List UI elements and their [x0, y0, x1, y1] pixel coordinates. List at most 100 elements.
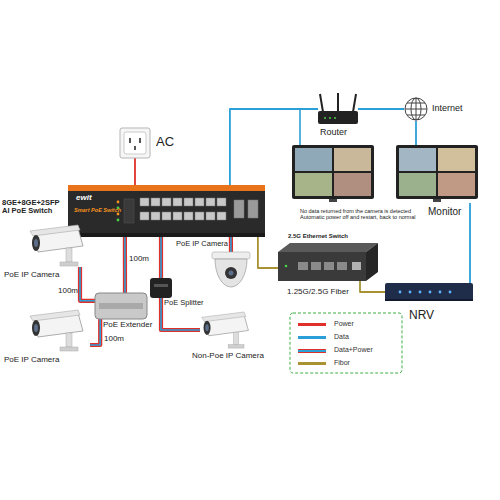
- data-wire-part: [299, 109, 301, 145]
- monitor-icon-part: [396, 145, 478, 199]
- router-icon-part: [318, 111, 358, 124]
- node-label: Internet: [432, 103, 482, 113]
- connector: [135, 158, 136, 185]
- monitor-icon-part: [399, 173, 436, 196]
- node-label: AC: [156, 135, 186, 150]
- monitor-icon-part: [329, 199, 337, 202]
- power-outlet-icon-part: [139, 138, 141, 143]
- legend-text: Fibor: [334, 359, 350, 366]
- bullet-camera-icon-part: [66, 333, 72, 347]
- legend-frame-part: [290, 313, 402, 373]
- poe-extender: PoE Extender: [95, 293, 147, 319]
- switch-body-part: [68, 233, 265, 237]
- monitor-icon-part: [399, 148, 436, 171]
- dome-camera-icon-part: [215, 259, 247, 287]
- non-poe-camera: Non-Poe IP Camera: [200, 312, 250, 348]
- switch-ports-part: [206, 212, 215, 220]
- node-label: PoE Extender: [103, 321, 165, 330]
- nvr-recorder-icon: [385, 283, 473, 301]
- connector: [124, 237, 125, 293]
- legend-swatch: [298, 362, 326, 365]
- node-label: PoE IP Camera: [4, 356, 66, 365]
- legend-text: Power: [334, 320, 354, 327]
- legend-swatch: [298, 336, 326, 339]
- nvr-recorder-icon-part: [409, 291, 412, 294]
- extender-icon-part: [99, 303, 143, 309]
- connector-line: [159, 237, 163, 278]
- connector-line: [160, 237, 162, 278]
- bullet-camera-icon-part: [32, 320, 40, 336]
- dome-camera-icon-part: [229, 271, 234, 276]
- connector-line: [80, 267, 95, 301]
- switch-ports-part: [184, 198, 193, 206]
- switch-body-part: [117, 201, 120, 204]
- connector-label: 1.25G/2.5G Fiber: [287, 287, 349, 296]
- node-sub-label: Smart PoE Switch: [74, 207, 128, 213]
- monitor-icon-part: [433, 199, 441, 202]
- router-icon-part: [320, 94, 323, 112]
- bullet-camera-icon-part: [202, 312, 246, 322]
- switch-body-part: [124, 199, 134, 223]
- bullet-camera-icon-part: [34, 239, 38, 247]
- extender-icon: [95, 293, 147, 319]
- nvr-recorder-icon-part: [429, 291, 432, 294]
- ethernet-switch-icon-part: [324, 262, 334, 270]
- connector-line: [123, 237, 127, 293]
- power-outlet-icon-part: [124, 132, 146, 154]
- monitor-icon-part: [438, 148, 475, 171]
- bullet-camera-icon: [202, 312, 249, 348]
- ethernet-switch-icon-part: [337, 262, 347, 270]
- dome-camera-icon-part: [212, 252, 250, 259]
- bullet-camera-icon-part: [204, 321, 211, 335]
- switch-ports-part: [234, 200, 244, 218]
- switch-ports-part: [151, 212, 160, 220]
- router-icon-part: [334, 117, 336, 119]
- node-label: Router: [320, 127, 360, 137]
- connector-line: [258, 237, 278, 268]
- switch-ports-part: [206, 198, 215, 206]
- router-icon-part: [329, 117, 331, 119]
- ethernet-switch-icon-part: [285, 265, 288, 268]
- bullet-camera-icon-part: [34, 324, 38, 332]
- nvr-recorder-icon-part: [449, 291, 452, 294]
- switch-ports-part: [162, 212, 171, 220]
- switch-body: [68, 185, 265, 237]
- data-wire: [300, 109, 301, 145]
- dome-camera-icon-part: [225, 267, 237, 279]
- monitor-icon-part: [295, 148, 332, 171]
- nvr-recorder-icon-part: [385, 283, 473, 301]
- monitor-icon: [396, 145, 478, 202]
- monitor-icon-part: [334, 173, 371, 196]
- connector-label: 100m: [129, 254, 149, 263]
- node-label: Monitor: [428, 206, 478, 217]
- splitter-icon-part: [154, 284, 168, 287]
- bullet-camera-icon-part: [60, 347, 78, 351]
- power-outlet-icon-part: [129, 138, 131, 143]
- legend-text: Data: [334, 333, 349, 340]
- switch-ports-part: [173, 198, 182, 206]
- connector-line: [90, 319, 100, 345]
- switch-body-part: [117, 213, 120, 216]
- switch-ports-part: [184, 212, 193, 220]
- bullet-camera-icon-part: [66, 248, 72, 262]
- bullet-camera-icon-part: [30, 225, 80, 236]
- poe-switch: 8GE+8GE+2SFP AI PoE SwitchewitSmart PoE …: [68, 185, 265, 237]
- dome-camera-icon: [212, 252, 250, 287]
- node-label: 2.5G Ethernet Switch: [288, 233, 378, 240]
- monitor: Monitor: [396, 145, 478, 203]
- ethernet-switch-icon-part: [278, 252, 366, 281]
- nvr-recorder-icon-part: [399, 291, 402, 294]
- legend-line-sample: [298, 349, 326, 353]
- connector-line: [469, 203, 471, 283]
- connector: [230, 237, 231, 252]
- legend-line-core: [298, 350, 326, 352]
- node-label: PoE Splitter: [164, 299, 214, 307]
- connector-line: [90, 319, 100, 345]
- monitor-icon-part: [292, 145, 374, 199]
- connector-label: 100m: [58, 286, 78, 295]
- power-outlet-icon-part: [120, 128, 150, 158]
- ethernet-switch-icon-part: [366, 243, 378, 281]
- ethernet-switch-icon-part: [311, 262, 321, 270]
